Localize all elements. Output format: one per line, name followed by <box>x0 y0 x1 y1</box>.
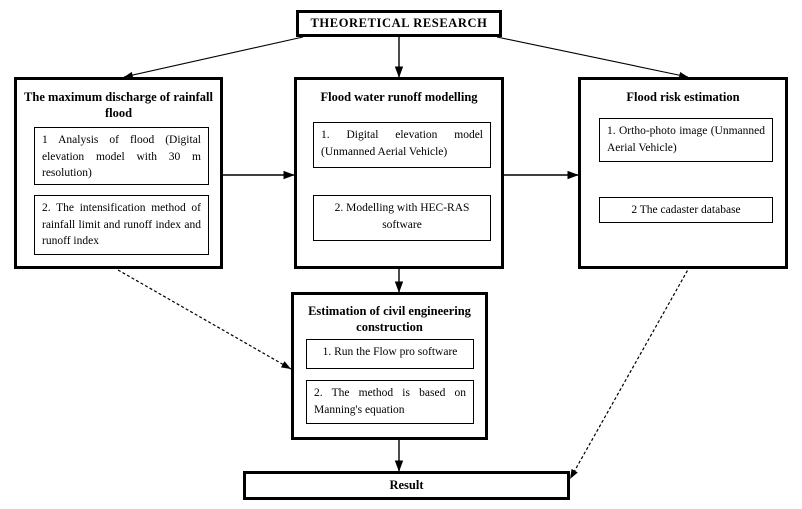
box-max-discharge-item-1[interactable]: 1 Analysis of flood (Digital elevation m… <box>34 127 209 185</box>
box-flood-risk-estimation[interactable]: Flood risk estimation 1. Ortho-photo ima… <box>578 77 788 269</box>
box-civil-engineering-item-1[interactable]: 1. Run the Flow pro software <box>306 339 474 369</box>
box-flood-water-runoff-item-2-text: 2. Modelling with HEC-RAS software <box>334 202 470 231</box>
box-flood-risk-estimation-item-2[interactable]: 2 The cadaster database <box>599 197 773 223</box>
box-civil-engineering-estimation[interactable]: Estimation of civil engineering construc… <box>291 292 488 440</box>
box-flood-water-runoff[interactable]: Flood water runoff modelling 1. Digital … <box>294 77 504 269</box>
box-flood-risk-estimation-item-1[interactable]: 1. Ortho-photo image (Unmanned Aerial Ve… <box>599 118 773 162</box>
box-max-discharge-item-2-text: 2. The intensification method of rainfal… <box>42 202 201 248</box>
title-box-label: THEORETICAL RESEARCH <box>310 16 488 30</box>
box-max-discharge-item-2[interactable]: 2. The intensification method of rainfal… <box>34 195 209 255</box>
box-flood-water-runoff-heading: Flood water runoff modelling <box>320 90 478 104</box>
title-box-theoretical-research[interactable]: THEORETICAL RESEARCH <box>296 10 502 37</box>
box-civil-engineering-item-2-text: 2. The method is based on Manning's equa… <box>314 387 466 416</box>
box-flood-risk-estimation-item-1-text: 1. Ortho-photo image (Unmanned Aerial Ve… <box>607 125 765 154</box>
box-civil-engineering-item-2[interactable]: 2. The method is based on Manning's equa… <box>306 380 474 424</box>
box-max-discharge-item-1-text: 1 Analysis of flood (Digital elevation m… <box>42 134 201 180</box>
box-flood-risk-estimation-item-2-text: 2 The cadaster database <box>631 204 741 216</box>
box-result-label: Result <box>389 478 424 492</box>
box-flood-water-runoff-item-1-text: 1. Digital elevation model (Unmanned Aer… <box>321 129 483 158</box>
box-max-discharge[interactable]: The maximum discharge of rainfall flood … <box>14 77 223 269</box>
connector-right-to-result <box>569 265 691 480</box>
connector-left-to-estimation <box>117 269 292 370</box>
box-flood-water-runoff-item-1[interactable]: 1. Digital elevation model (Unmanned Aer… <box>313 122 491 168</box>
box-result[interactable]: Result <box>243 471 570 500</box>
box-civil-engineering-item-1-text: 1. Run the Flow pro software <box>322 346 458 358</box>
box-flood-risk-estimation-heading: Flood risk estimation <box>626 90 740 104</box>
box-flood-water-runoff-item-2[interactable]: 2. Modelling with HEC-RAS software <box>313 195 491 241</box>
connector-title-to-left <box>123 36 304 79</box>
connector-title-to-right <box>496 36 689 79</box>
box-max-discharge-heading: The maximum discharge of rainfall flood <box>24 90 213 120</box>
box-civil-engineering-estimation-heading: Estimation of civil engineering construc… <box>308 304 471 334</box>
